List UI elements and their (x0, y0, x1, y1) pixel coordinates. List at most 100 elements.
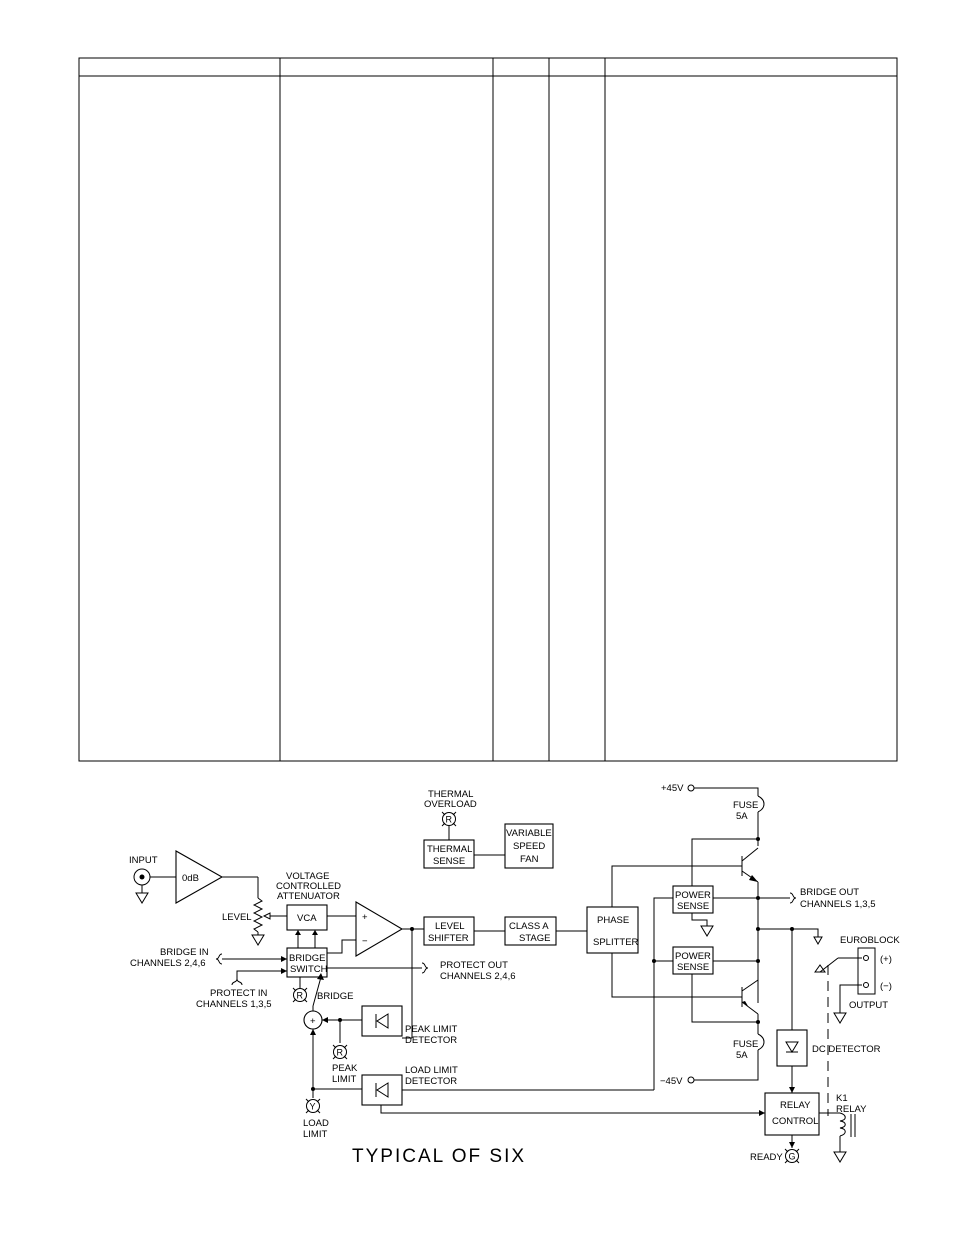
vca-caption-line-1: VOLTAGE (286, 871, 329, 882)
load-limit-led-letter: Y (310, 1102, 316, 1112)
ground-icon (833, 1012, 847, 1024)
level-potentiometer-icon (252, 897, 264, 933)
wire (691, 838, 758, 886)
ground-icon (833, 1151, 847, 1163)
ready-led-icon (784, 1148, 800, 1164)
bridge-out-line-1: BRIDGE OUT (800, 887, 859, 898)
plus-terminal-label: (+) (880, 954, 892, 965)
output-label: OUTPUT (849, 1000, 888, 1011)
load-limit-led-icon (305, 1098, 321, 1114)
table-frame (78, 57, 898, 762)
power-sense-upper-line-2: SENSE (677, 901, 709, 912)
level-shifter-block (423, 916, 475, 946)
wiper-arrow-icon (262, 912, 271, 920)
thermal-sense-line-2: SENSE (433, 856, 465, 867)
power-sense-lower-line-2: SENSE (677, 962, 709, 973)
level-shifter-line-1: LEVEL (435, 921, 465, 932)
vca-caption-line-3: ATTENUATOR (277, 891, 340, 902)
minus-terminal-label: (−) (880, 981, 892, 992)
input-jack-pin-icon (139, 874, 145, 880)
fan-line-1: VARIABLE (506, 828, 552, 839)
load-limit-line-1: LOAD (303, 1118, 329, 1129)
dc-detector-block (776, 1029, 808, 1067)
diagram-title: TYPICAL OF SIX (352, 1146, 526, 1167)
ready-label: READY (750, 1152, 783, 1163)
junction-dot (756, 1020, 760, 1024)
opamp-icon (355, 901, 404, 957)
relay-control-line-1: RELAY (780, 1100, 811, 1111)
empty-table (78, 57, 898, 762)
power-sense-lower-line-1: POWER (675, 951, 711, 962)
input-amplifier-icon (175, 850, 224, 904)
bridge-led-icon (292, 987, 308, 1003)
peak-limit-detector-line-1: PEAK LIMIT (405, 1024, 457, 1035)
gain-label: 0dB (182, 873, 199, 884)
junction-dot (756, 959, 760, 963)
bridge-out-line-2: CHANNELS 1,3,5 (800, 899, 876, 910)
class-a-line-2: STAGE (519, 933, 551, 944)
terminal-icon (687, 1076, 695, 1084)
positive-rail-label: +45V (661, 783, 684, 794)
thermal-sense-line-1: THERMAL (427, 844, 472, 855)
cable-break-icon (231, 978, 243, 986)
wire (327, 939, 356, 954)
fuse-bottom-line-1: FUSE (733, 1039, 758, 1050)
arrow-icon (759, 1110, 765, 1116)
wire (380, 1105, 765, 1114)
bridge-led-letter: R (297, 991, 304, 1001)
arrow-icon (789, 1087, 795, 1093)
peak-limit-led-icon (332, 1044, 348, 1060)
protect-out-line-2: CHANNELS 2,4,6 (440, 971, 516, 982)
cable-break-icon (421, 962, 429, 974)
variable-speed-fan-block (504, 823, 554, 869)
wire (611, 865, 742, 907)
arrow-icon (281, 968, 287, 974)
wire (839, 984, 862, 1013)
fan-line-3: FAN (520, 854, 539, 865)
bridge-switch-line-2: SWITCH (290, 964, 328, 975)
arrow-icon (281, 956, 287, 962)
diode-icon (375, 1013, 389, 1029)
arrow-icon (789, 1142, 795, 1148)
terminal-icon (687, 784, 695, 792)
block-diagram: INPUT 0dB LEVEL VOLTAGE CONTROLLED ATTEN… (129, 783, 900, 1167)
fuse-icon (757, 795, 765, 813)
peak-limit-line-1: PEAK (332, 1063, 358, 1074)
ground-icon (251, 934, 265, 946)
minus-terminal-icon (863, 982, 869, 988)
phase-splitter-line-2: SPLITTER (593, 937, 639, 948)
relay-contact-icon (819, 957, 839, 973)
relay-control-line-2: CONTROL (772, 1116, 818, 1127)
vca-block (286, 904, 328, 931)
relay-contact-arrow-icon (814, 964, 826, 973)
ground-icon (700, 925, 714, 937)
bridge-in-line-1: BRIDGE IN (160, 947, 209, 958)
thermal-overload-line-1: THERMAL (428, 789, 473, 800)
level-label: LEVEL (222, 912, 252, 923)
wire (691, 974, 758, 1023)
wire (694, 1050, 759, 1081)
arrow-icon (317, 973, 324, 980)
output-transistor-upper-icon (741, 847, 759, 883)
input-label: INPUT (129, 855, 158, 866)
bridge-switch-line-1: BRIDGE (289, 953, 325, 964)
plus-terminal-icon (863, 955, 869, 961)
opamp-plus-label: + (362, 912, 368, 923)
wire (694, 787, 759, 796)
load-limit-detector-block (361, 1074, 403, 1106)
ground-icon (813, 936, 823, 946)
relay-coil-icon (839, 1112, 846, 1137)
ready-led-letter: G (789, 1152, 796, 1162)
wire (653, 897, 673, 1090)
peak-limit-line-2: LIMIT (332, 1074, 356, 1085)
wire (236, 970, 287, 979)
arrow-icon (322, 1017, 328, 1023)
arrow-icon (312, 930, 318, 935)
junction-dot (756, 896, 760, 900)
phase-splitter-line-1: PHASE (597, 915, 629, 926)
output-transistor-lower-icon (741, 979, 759, 1015)
wire (758, 928, 819, 937)
cable-break-icon (789, 892, 797, 904)
bridge-in-line-2: CHANNELS 2,4,6 (130, 958, 206, 969)
